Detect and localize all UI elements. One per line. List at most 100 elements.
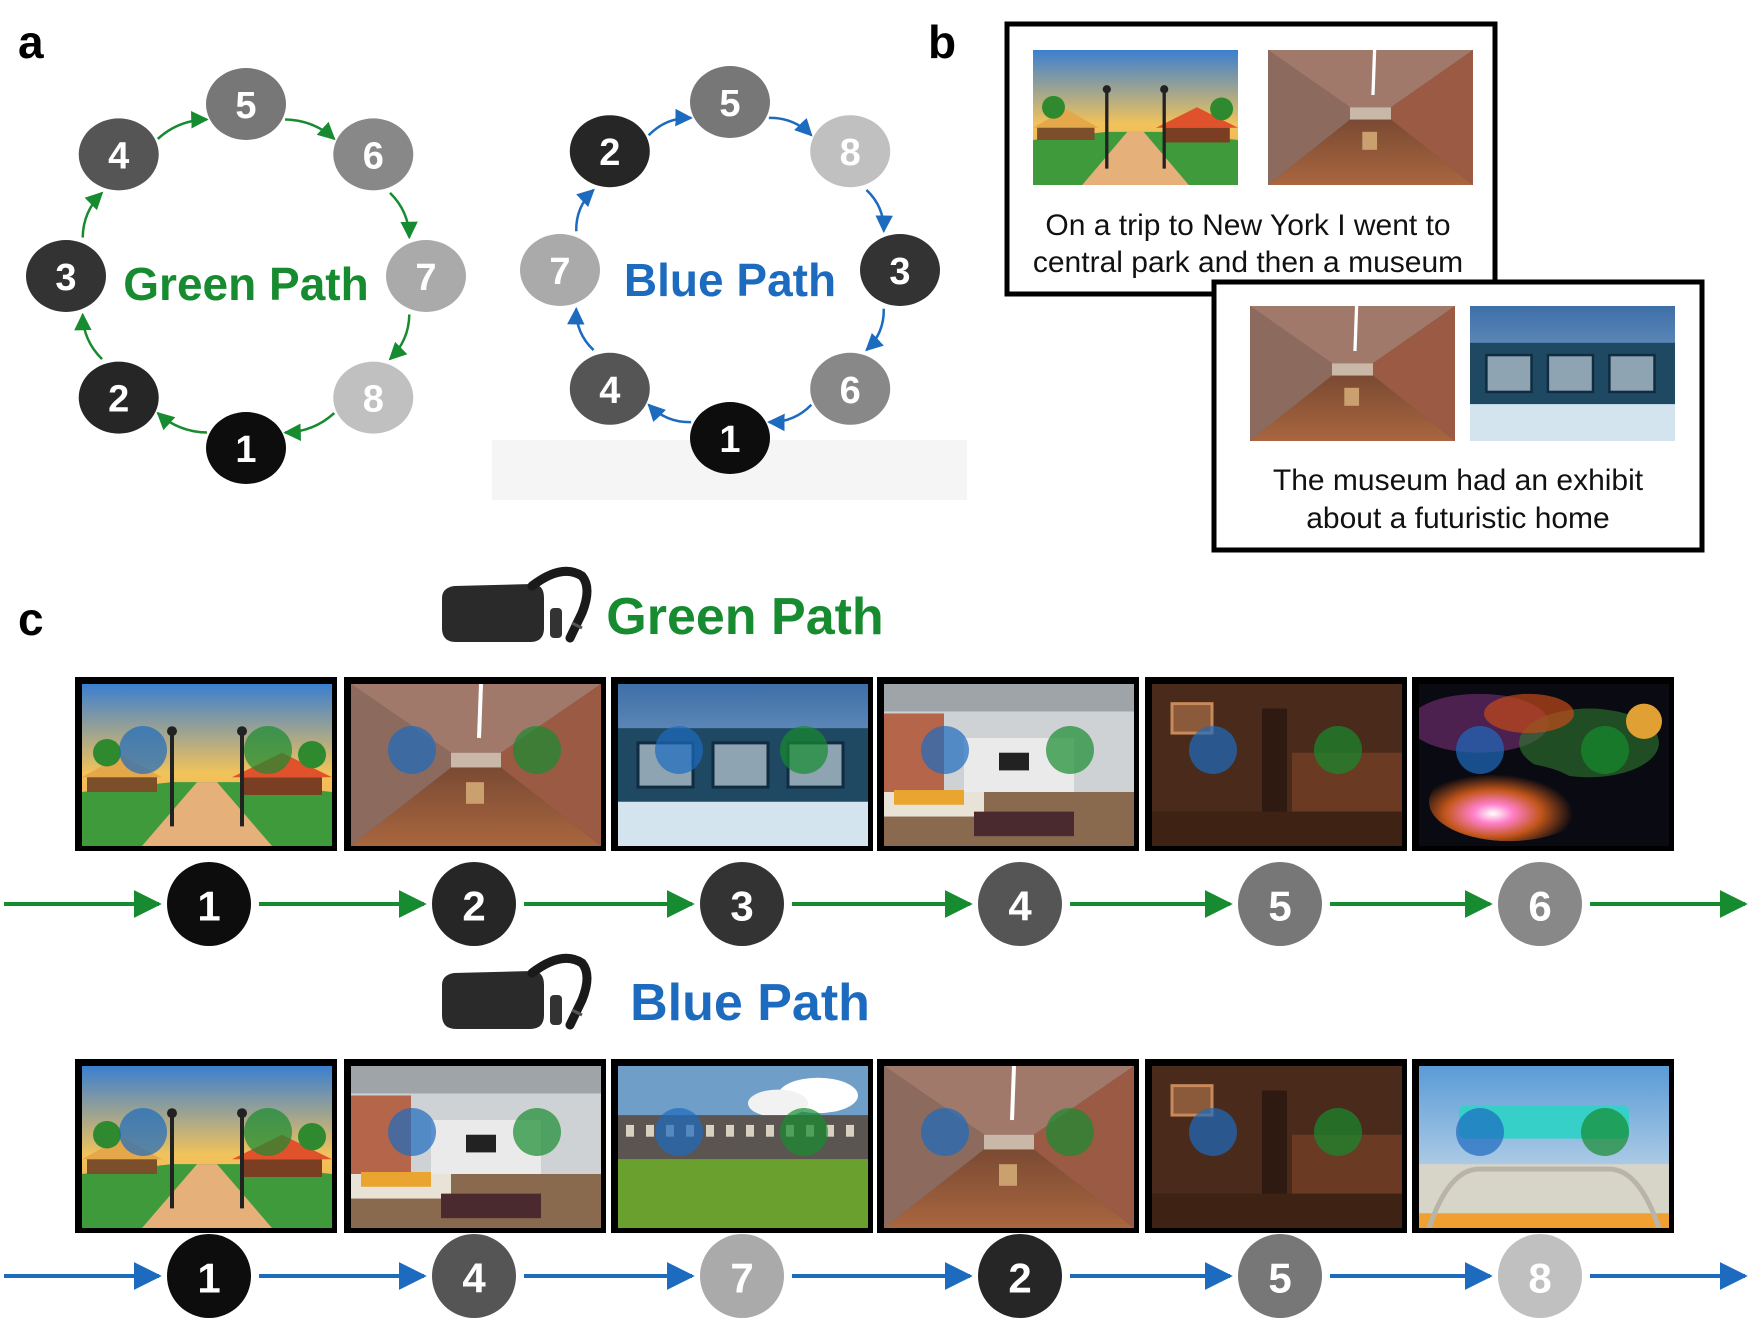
- scene-park: [82, 684, 332, 846]
- cycle-node-5: 5: [690, 66, 770, 138]
- scene-train: [1470, 306, 1675, 441]
- timeline-node-5: 5: [1238, 1234, 1322, 1318]
- blue-choice-marker: [921, 726, 969, 774]
- green-choice-marker: [1314, 1108, 1362, 1156]
- cycle-node-3: 3: [860, 234, 940, 306]
- frame-darkroom: [1145, 677, 1407, 851]
- node-circle: [690, 66, 770, 138]
- node-circle: [520, 234, 600, 306]
- scene-space: [1419, 684, 1669, 846]
- node-label: 7: [730, 1255, 753, 1302]
- card2-caption-line1: The museum had an exhibit: [1273, 464, 1644, 497]
- cycle-arrow: [647, 108, 693, 137]
- node-label: 2: [108, 379, 129, 421]
- blue-cycle-diagram: 1 4 7 2 5 8 3 6: [520, 66, 940, 474]
- scene-park: [1033, 50, 1238, 185]
- frame-train: [611, 677, 873, 851]
- node-label: 1: [197, 883, 220, 930]
- node-circle: [1238, 862, 1322, 946]
- scene-hallway: [884, 1066, 1134, 1228]
- frame-hallway: [344, 677, 606, 851]
- timeline-node-8: 8: [1498, 1234, 1582, 1318]
- node-label: 7: [549, 251, 570, 293]
- green-choice-marker: [1581, 1108, 1629, 1156]
- panel-label-c: c: [18, 593, 44, 645]
- scene-future: [1419, 1066, 1669, 1228]
- blue-path-timeline: 1 4 7 2 5 8: [4, 1234, 1748, 1318]
- scene-livingroom: [351, 1066, 601, 1228]
- node-label: 5: [235, 85, 256, 127]
- blue-choice-marker: [1456, 726, 1504, 774]
- cycle-arrow: [647, 403, 692, 424]
- card2-caption-line2: about a futuristic home: [1306, 502, 1610, 535]
- node-circle: [978, 862, 1062, 946]
- timeline-node-2: 2: [432, 862, 516, 946]
- panel-b-narratives: On a trip to New York I went to central …: [1004, 21, 1705, 553]
- timeline-node-1: 1: [167, 1234, 251, 1318]
- timeline-node-6: 6: [1498, 862, 1582, 946]
- node-circle: [26, 240, 106, 312]
- frame-livingroom: [344, 1059, 606, 1233]
- cycle-node-6: 6: [810, 352, 891, 425]
- node-label: 1: [719, 419, 740, 461]
- blue-choice-marker: [1456, 1108, 1504, 1156]
- scene-hallway: [351, 684, 601, 846]
- timeline-node-3: 3: [700, 862, 784, 946]
- scene-hallway: [1250, 306, 1455, 441]
- cycle-node-1: 1: [206, 412, 286, 484]
- cycle-arrow: [388, 314, 411, 361]
- node-label: 2: [1008, 1255, 1031, 1302]
- green-choice-marker: [513, 1108, 561, 1156]
- frame-houses: [611, 1059, 873, 1233]
- cycle-node-8: 8: [810, 115, 891, 188]
- node-circle: [860, 234, 940, 306]
- cycle-arrow: [865, 189, 893, 234]
- green-choice-marker: [780, 1108, 828, 1156]
- green-choice-marker: [513, 726, 561, 774]
- green-path-timeline: 1 2 3 4 5 6: [4, 862, 1748, 946]
- timeline-node-4: 4: [432, 1234, 516, 1318]
- panel-label-a: a: [18, 16, 44, 68]
- node-label: 6: [840, 370, 861, 412]
- green-choice-marker: [1046, 726, 1094, 774]
- node-label: 4: [599, 370, 620, 412]
- cycle-node-7: 7: [386, 240, 466, 312]
- node-label: 8: [840, 132, 861, 174]
- blue-choice-marker: [119, 726, 167, 774]
- node-label: 4: [462, 1255, 486, 1302]
- blue-choice-marker: [119, 1108, 167, 1156]
- cycle-node-2: 2: [78, 361, 159, 434]
- node-label: 3: [55, 257, 76, 299]
- blue-choice-marker: [1189, 726, 1237, 774]
- scene-darkroom: [1152, 1066, 1402, 1228]
- cycle-arrow: [574, 188, 595, 232]
- timeline-node-1: 1: [167, 862, 251, 946]
- green-choice-marker: [244, 1108, 292, 1156]
- cycle-arrow: [156, 411, 207, 434]
- node-label: 5: [719, 83, 740, 125]
- green-path-frames: [75, 677, 1674, 851]
- blue-choice-marker: [388, 726, 436, 774]
- frame-space: [1412, 677, 1674, 851]
- cycle-arrow: [156, 111, 209, 140]
- cycle-node-2: 2: [569, 115, 650, 188]
- card2-image-2: [1470, 306, 1675, 441]
- node-label: 2: [599, 132, 620, 174]
- node-circle: [1238, 1234, 1322, 1318]
- node-circle: [1498, 862, 1582, 946]
- cycle-node-5: 5: [206, 68, 286, 140]
- node-label: 5: [1268, 883, 1291, 930]
- node-label: 8: [363, 379, 384, 421]
- frame-livingroom: [877, 677, 1139, 851]
- cycle-node-1: 1: [690, 402, 770, 474]
- timeline-node-5: 5: [1238, 862, 1322, 946]
- cycle-arrow: [74, 312, 103, 360]
- scene-darkroom: [1152, 684, 1402, 846]
- node-label: 6: [1528, 883, 1551, 930]
- node-label: 4: [1008, 883, 1032, 930]
- node-circle: [78, 361, 159, 434]
- cycle-node-3: 3: [26, 240, 106, 312]
